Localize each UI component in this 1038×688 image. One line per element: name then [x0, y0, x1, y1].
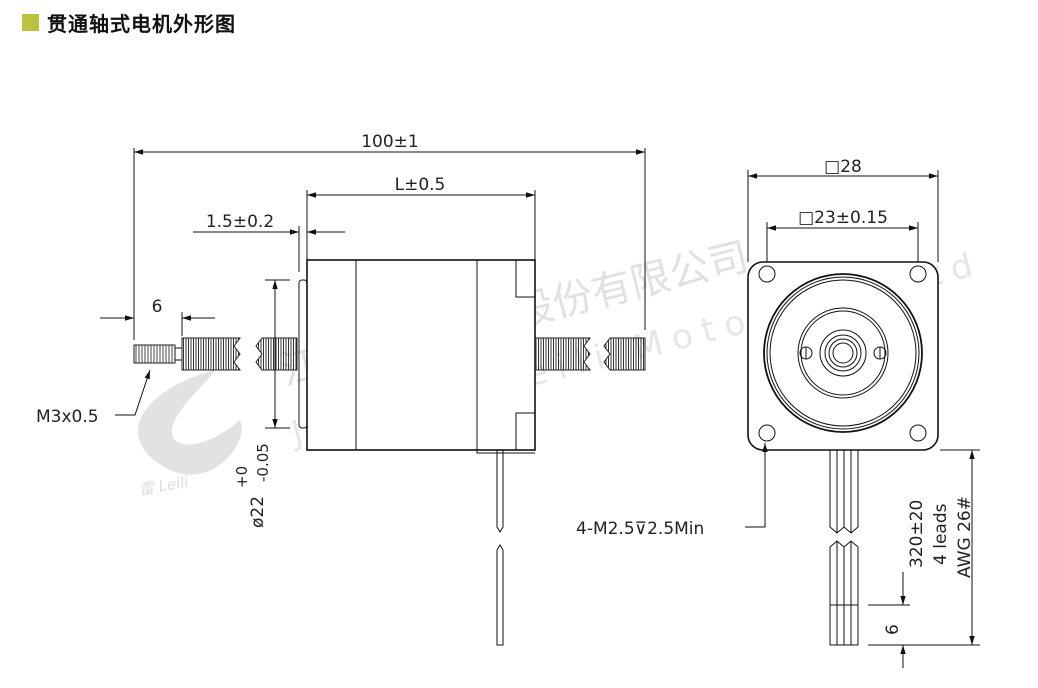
- drawing-line: [909, 424, 927, 442]
- drawing-line: [763, 273, 923, 433]
- drawing-line: [174, 347, 183, 361]
- drawing-line: [828, 449, 862, 534]
- watermark-logo-swoosh: [138, 370, 242, 475]
- screw-length-label: 6: [152, 297, 163, 317]
- drawing-line: [832, 342, 854, 364]
- drawing-line: [255, 337, 298, 371]
- drawing-line: [824, 334, 862, 372]
- drawing-label: 雷: [138, 478, 158, 499]
- boss-height-label: 1.5±0.2: [206, 212, 274, 232]
- section-title: 贯通轴式电机外形图: [22, 8, 236, 37]
- lead-gauge-label: AWG 26#: [955, 496, 975, 578]
- lead-count-label: 4 leads: [931, 503, 951, 565]
- end-screw: [133, 344, 176, 364]
- drawing-line: [355, 260, 535, 454]
- drawing-line: [745, 443, 768, 528]
- body-length-label: L±0.5: [395, 175, 446, 195]
- motor-boss: [298, 279, 308, 429]
- side-lead-wire: [496, 450, 504, 646]
- title-marker: [22, 14, 39, 31]
- lead-screw-left: [181, 337, 241, 371]
- screw-thread-label: M3x0.5: [36, 407, 99, 427]
- side-view: 100±1 L±0.5 1.5±0.2 ø22 -0.05 +0: [36, 132, 646, 646]
- strip-length-label: 6: [883, 624, 903, 635]
- drawing-line: [828, 338, 858, 368]
- boss-diameter-label: ø22: [248, 496, 268, 528]
- drawing-label: 雷 Leili: [138, 472, 191, 499]
- drawing-line: [797, 307, 889, 399]
- front-view: □28 □23±0.15 4-M2.5⊽2.5Min: [576, 157, 980, 668]
- drawing-line: [800, 310, 886, 396]
- front-circles: [763, 273, 923, 433]
- front-flange: [747, 261, 939, 451]
- title-text: 贯通轴式电机外形图: [47, 12, 236, 36]
- drawing-line: [805, 347, 881, 359]
- drawing-line: [758, 265, 776, 283]
- drawing-line: [758, 424, 776, 442]
- drawing-line: [819, 329, 867, 377]
- front-lead-wires: [828, 449, 862, 646]
- drawing-label: Leili: [157, 472, 191, 495]
- overall-length-label: 100±1: [361, 132, 419, 152]
- drawing-line: [115, 369, 151, 416]
- drawing-line: [603, 337, 646, 371]
- drawing-line: [133, 148, 646, 330]
- boss-tol-lower: -0.05: [254, 443, 272, 482]
- lead-screw-right: [534, 337, 591, 371]
- drawing-line: [747, 170, 939, 262]
- drawing-line: [766, 222, 919, 268]
- hole-pitch-label: □23±0.15: [798, 208, 888, 228]
- lead-length-label: 320±20: [907, 500, 927, 568]
- drawing-line: [909, 265, 927, 283]
- frame-size-label: □28: [824, 157, 862, 177]
- mount-holes-label: 4-M2.5⊽2.5Min: [576, 519, 704, 539]
- motor-body: [306, 259, 536, 451]
- boss-tol-upper: +0: [233, 466, 251, 488]
- drawing-line: [829, 540, 859, 646]
- drawing-line: [766, 276, 920, 430]
- drawing-line: [306, 190, 536, 260]
- mount-holes: [758, 265, 927, 442]
- drawing-line: [769, 279, 917, 427]
